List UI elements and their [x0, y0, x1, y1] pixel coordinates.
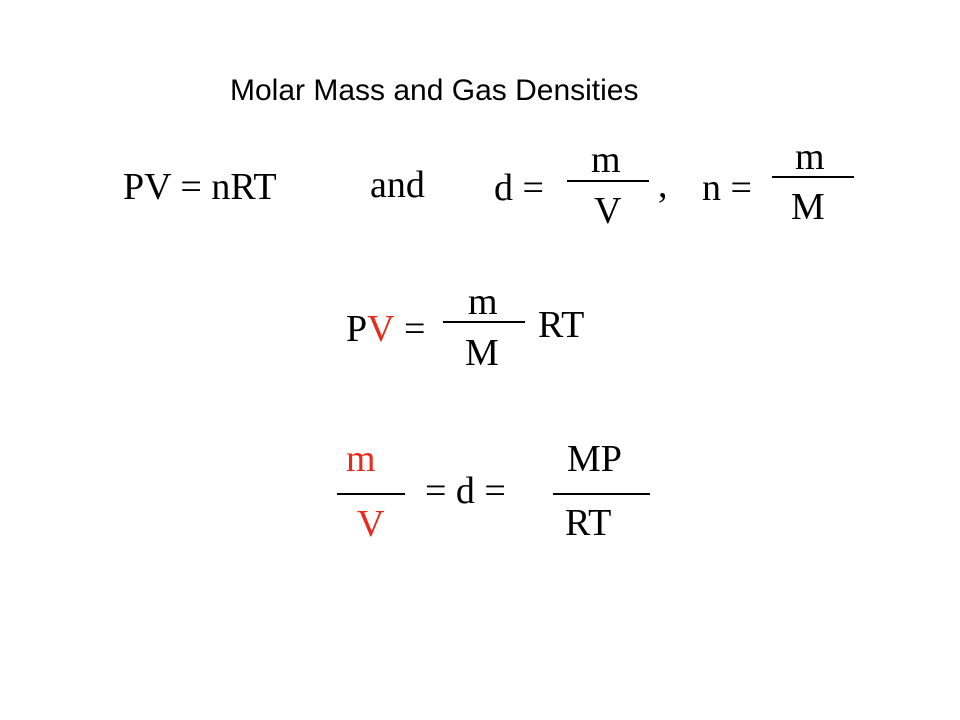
moles-fraction-bar — [772, 176, 854, 178]
row3-mass-highlight: m — [346, 438, 376, 480]
row3-fraction-1-bar — [337, 493, 405, 495]
slide-title: Molar Mass and Gas Densities — [230, 74, 639, 107]
connector-word: and — [370, 164, 425, 206]
row2-denominator: M — [465, 332, 499, 374]
row2-volume-highlight: V — [367, 308, 395, 350]
moles-denominator: M — [791, 186, 825, 228]
row2-lhs: PV — [346, 310, 395, 348]
row2-rhs: RT — [538, 304, 585, 346]
density-denominator: V — [594, 190, 622, 232]
row2-fraction-bar — [443, 321, 525, 323]
moles-numerator: m — [795, 136, 825, 178]
density-lhs: d = — [494, 167, 544, 209]
row2-equals: = — [404, 308, 426, 350]
moles-lhs: n = — [702, 167, 752, 209]
row3-volume-highlight: V — [357, 503, 385, 545]
density-numerator: m — [591, 139, 621, 181]
comma: , — [658, 164, 668, 206]
density-fraction-bar — [567, 180, 649, 182]
ideal-gas-law: PV = nRT — [123, 166, 277, 208]
row3-denominator: RT — [565, 502, 612, 544]
row3-middle: = d = — [425, 470, 506, 512]
row3-fraction-2-bar — [553, 493, 650, 495]
row3-numerator: MP — [567, 438, 622, 480]
row2-numerator: m — [468, 281, 498, 323]
row2-pressure: P — [346, 308, 368, 350]
